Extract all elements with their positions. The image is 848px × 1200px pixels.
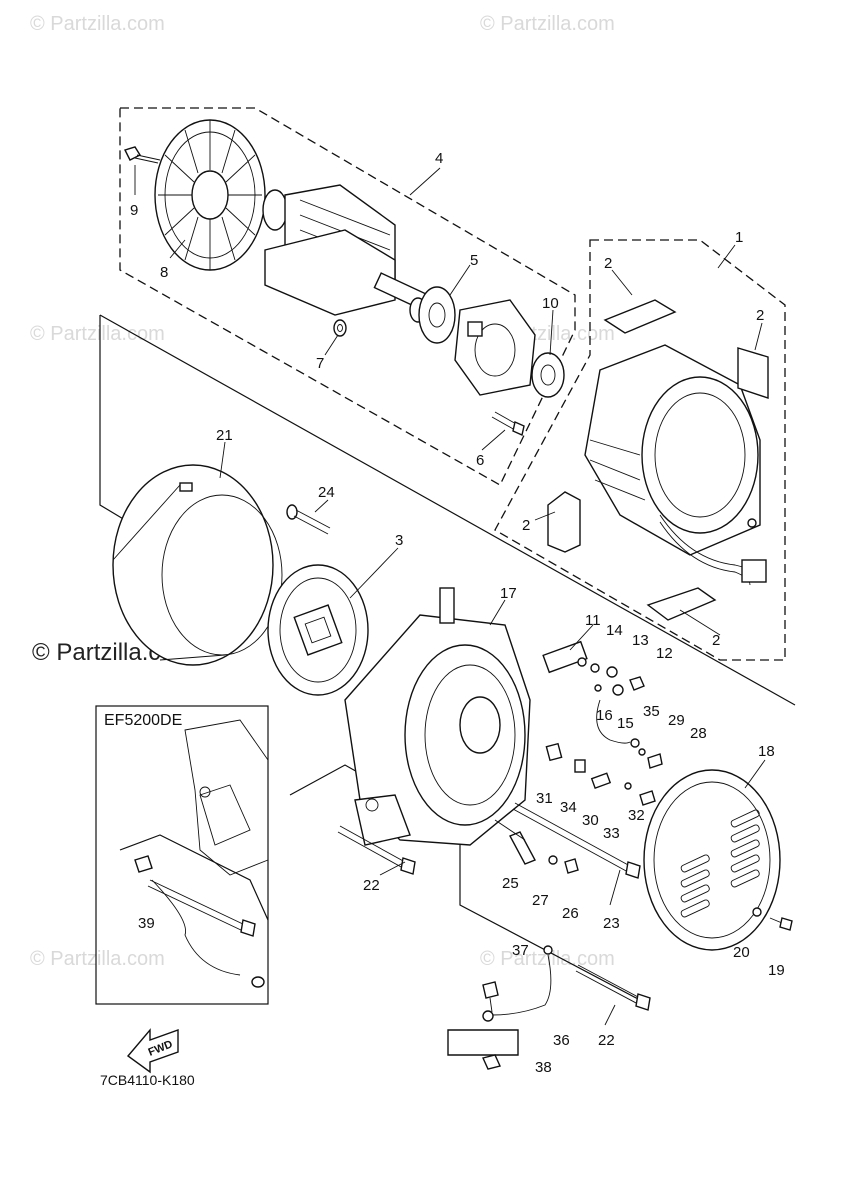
callout-2: 2 (712, 632, 720, 649)
callout-22: 22 (363, 877, 380, 894)
callout-16: 16 (596, 707, 613, 724)
cover-washer-and-bolt (752, 907, 793, 931)
callout-22: 22 (598, 1032, 615, 1049)
frame-line-upper (99, 315, 126, 521)
callout-18: 18 (758, 743, 775, 760)
callout-7: 7 (316, 355, 324, 372)
callout-34: 34 (560, 799, 577, 816)
callout-3: 3 (395, 532, 403, 549)
frame-line-diagonal (99, 314, 796, 706)
callout-35: 35 (643, 703, 660, 720)
rear-cover (643, 769, 781, 951)
inset-ef5200de: EF5200DE (95, 705, 269, 1005)
callout-38: 38 (535, 1059, 552, 1076)
callout-15: 15 (617, 715, 634, 732)
callout-numbers: 1 2 2 2 2 3 4 5 6 7 8 9 10 11 12 13 14 1… (130, 150, 785, 1076)
stator-band (112, 464, 283, 666)
fan-bolt (124, 146, 161, 164)
callout-36: 36 (553, 1032, 570, 1049)
callout-29: 29 (668, 712, 685, 729)
callout-12: 12 (656, 645, 673, 662)
leader-lines (134, 165, 766, 1026)
callout-4: 4 (435, 150, 443, 167)
clamp-parts (494, 819, 579, 874)
watermark-bottom-left: © Partzilla.com (30, 948, 165, 970)
rotor-assembly-group-outline (119, 107, 576, 486)
insulator-pads (547, 299, 769, 621)
rotor-washer (333, 319, 347, 337)
watermark-top-right: © Partzilla.com (480, 13, 615, 35)
callout-39: 39 (138, 915, 155, 932)
bearing (531, 352, 565, 398)
fwd-arrow-icon: FWD (126, 1028, 179, 1074)
ground-wire-parts (447, 945, 651, 1070)
callout-2: 2 (522, 517, 530, 534)
stator-assembly-group-outline (494, 239, 786, 661)
callout-11: 11 (585, 612, 601, 629)
terminal-block (542, 640, 588, 674)
callout-5: 5 (470, 252, 478, 269)
long-bolt-23 (512, 802, 641, 879)
callout-14: 14 (606, 622, 623, 639)
band-bolt (286, 504, 331, 535)
callout-33: 33 (603, 825, 620, 842)
callout-30: 30 (582, 812, 599, 829)
callout-1: 1 (735, 229, 743, 246)
callout-24: 24 (318, 484, 335, 501)
watermark-top-left: © Partzilla.com (30, 13, 165, 35)
callout-26: 26 (562, 905, 579, 922)
rotor (262, 184, 437, 323)
lead-wire-and-brush-parts (545, 699, 663, 806)
callout-25: 25 (502, 875, 519, 892)
callout-37: 37 (512, 942, 529, 959)
callout-32: 32 (628, 807, 645, 824)
watermark-bottom-right: © Partzilla.com (480, 948, 615, 970)
rear-housing (344, 587, 531, 846)
watermark-mid-left: © Partzilla.com (30, 323, 165, 345)
diagram-code: 7CB4110-K180 (100, 1072, 195, 1088)
rear-bracket-plate (267, 564, 369, 696)
callout-19: 19 (768, 962, 785, 979)
cooling-fan (154, 119, 266, 271)
callout-20: 20 (733, 944, 750, 961)
callout-8: 8 (160, 264, 168, 281)
callout-10: 10 (542, 295, 559, 312)
stator (584, 344, 767, 586)
callout-2: 2 (604, 255, 612, 272)
callout-23: 23 (603, 915, 620, 932)
exciter-unit (454, 299, 536, 396)
callout-21: 21 (216, 427, 233, 444)
inset-title: EF5200DE (104, 712, 182, 729)
rotor-through-bolt (491, 411, 525, 436)
terminal-small-parts (577, 657, 645, 696)
rotor-flange (418, 286, 456, 344)
callout-6: 6 (476, 452, 484, 469)
callout-28: 28 (690, 725, 707, 742)
callout-2: 2 (756, 307, 764, 324)
callout-13: 13 (632, 632, 649, 649)
callout-17: 17 (500, 585, 517, 602)
callout-27: 27 (532, 892, 549, 909)
callout-31: 31 (536, 790, 553, 807)
callout-9: 9 (130, 202, 138, 219)
